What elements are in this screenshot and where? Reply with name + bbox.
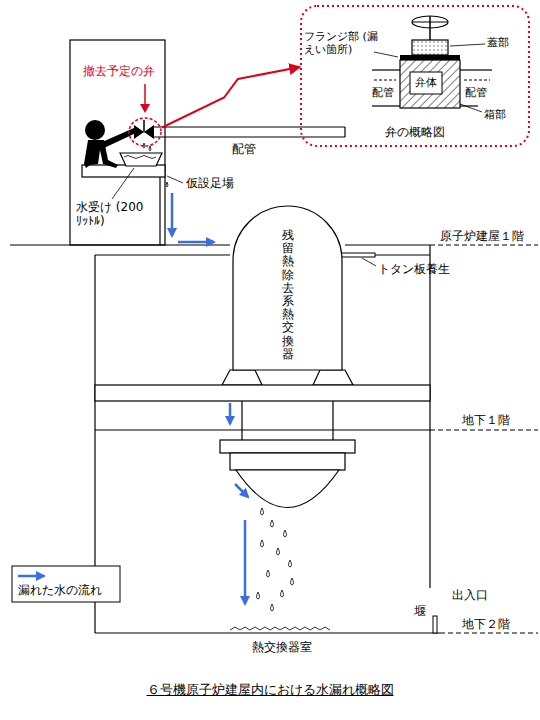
floor-slab: [95, 385, 430, 401]
floor-line: [10, 244, 230, 245]
exchanger-flange: [230, 453, 345, 470]
water-drop: [166, 182, 168, 187]
callout-arrow: [162, 67, 300, 128]
heat-exchanger: 残留熱除去系熱交換器: [232, 205, 343, 370]
water-drop: [271, 520, 274, 527]
pipe: [152, 136, 345, 137]
worker-body: [84, 140, 118, 168]
water-drop: [289, 560, 292, 567]
scaffold-enclosure: [70, 40, 165, 245]
leader-line: [167, 176, 183, 183]
valve-stem: [429, 16, 431, 40]
exchanger-label: 残留熱除去系熱交換器: [282, 229, 294, 361]
exchanger-support: [313, 370, 353, 385]
water-drop: [277, 548, 280, 555]
caption-text: ６号機原子炉建屋内における水漏れ概略図: [147, 682, 394, 697]
part-name: 蓋部: [487, 36, 509, 49]
inset-pipe: [460, 69, 492, 70]
valve-disc: [410, 72, 442, 94]
pipe: [152, 126, 345, 127]
leader-line: [362, 258, 376, 266]
part-name: 弁体: [415, 76, 437, 89]
flow-arrow: [171, 193, 174, 236]
valve-stem: [143, 120, 145, 132]
part-name: 仮設足場: [186, 176, 234, 190]
floor-line: [95, 632, 440, 633]
level-line: [430, 245, 538, 246]
water-puddle: [230, 627, 330, 630]
inset-pipe: [372, 69, 400, 70]
water-drop: [261, 508, 264, 515]
level-line: [440, 633, 538, 634]
part-name: 配管: [232, 142, 256, 156]
floor-line: [95, 429, 430, 430]
exchanger-body: [233, 206, 342, 370]
flow-arrow: [178, 241, 214, 244]
exchanger-flange: [220, 440, 355, 453]
level-name: 地下１階: [462, 413, 510, 427]
flow-arrow: [229, 403, 232, 424]
valve-lid: [412, 40, 448, 55]
pointer-arrowhead: [140, 104, 150, 113]
dotted-frame: [301, 6, 529, 146]
part-name: 堰: [414, 604, 426, 618]
part-name: 配管: [465, 86, 487, 99]
dashed-circle: [129, 118, 161, 146]
worker-head: [85, 120, 105, 140]
water-drop: [291, 578, 294, 585]
part-name: フランジ部 (漏えい箇所): [304, 30, 380, 56]
node-outline: [128, 117, 162, 147]
leader-line: [460, 104, 482, 112]
wall: [429, 245, 430, 588]
part-name: 箱部: [484, 108, 506, 121]
room-name: 熱交換器室: [252, 640, 312, 654]
flow-direction: [374, 80, 396, 81]
water-drop: [149, 146, 151, 151]
water-drop: [267, 570, 270, 577]
bucket-water: [124, 156, 156, 159]
pipe-end: [344, 127, 345, 137]
level-name: 原子炉建屋１階: [440, 229, 524, 243]
flow-direction: [464, 80, 490, 81]
exchanger-neck: [241, 401, 242, 440]
leader-line: [450, 44, 485, 46]
level-line: [430, 430, 538, 431]
water-drop: [261, 540, 264, 547]
exchanger-head: [236, 470, 339, 508]
legend-text: 漏れた水の流れ: [18, 583, 102, 597]
water-drop: [257, 592, 260, 599]
leader-line: [374, 52, 398, 57]
water-bucket: [120, 153, 162, 166]
part-name: 水受け (200ﾘｯﾄﾙ): [76, 200, 148, 229]
level-name: 地下２階: [462, 617, 510, 631]
water-drop: [271, 604, 274, 611]
leader-line: [112, 168, 134, 199]
scaffold-platform: [82, 165, 165, 177]
valve-box: [400, 60, 460, 108]
water-drops: [257, 508, 294, 611]
valve-label: 撤去予定の弁: [83, 63, 155, 80]
scaffold-leg: [159, 177, 160, 245]
flow-arrow: [235, 484, 248, 497]
part-name: トタン板養生: [378, 262, 450, 276]
part-name: 出入口: [452, 588, 488, 602]
valve-callout: 撤去予定の弁: [128, 117, 162, 147]
water-drop: [284, 530, 287, 537]
legend-frame: [12, 566, 120, 602]
floor-line: [345, 244, 430, 245]
valve-flange: [400, 55, 460, 60]
part-name: 配管: [372, 86, 394, 99]
exchanger-neck: [332, 401, 333, 440]
inset-pipe: [460, 105, 478, 106]
inset-title: 弁の概略図: [300, 124, 530, 141]
flow-arrow: [244, 520, 247, 604]
floor-line: [95, 254, 230, 255]
caption: ６号機原子炉建屋内における水漏れ概略図: [0, 682, 540, 698]
weir: [433, 616, 437, 633]
water-drop: [281, 590, 284, 597]
legend-sample: [18, 575, 44, 578]
exchanger-support: [222, 370, 262, 385]
inset-pipe: [372, 105, 400, 106]
